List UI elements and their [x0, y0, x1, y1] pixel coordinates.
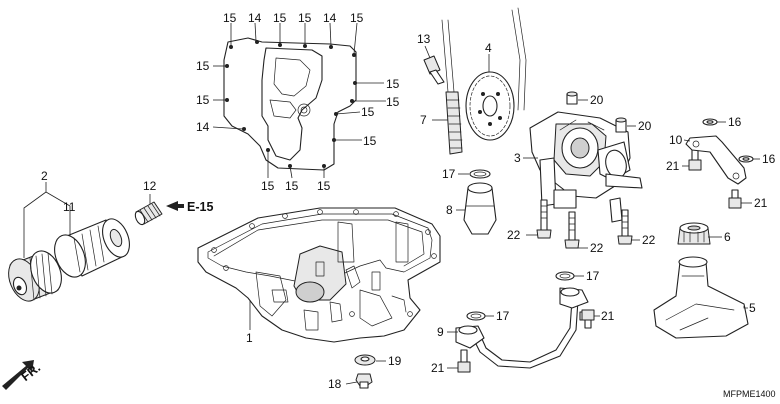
label-7: 7: [420, 113, 427, 127]
label-1: 1: [246, 331, 253, 345]
label-15: 15: [285, 179, 299, 193]
reference-label: E-15: [187, 200, 213, 214]
label-15: 15: [196, 93, 210, 107]
label-15: 15: [317, 179, 331, 193]
label-15: 15: [350, 11, 364, 25]
label-11: 11: [63, 200, 76, 214]
leader-lines: [23, 22, 760, 385]
label-3: 3: [514, 151, 521, 165]
label-21: 21: [431, 361, 445, 375]
label-17: 17: [442, 167, 456, 181]
label-15: 15: [386, 77, 400, 91]
dowel-pin-20b: [615, 117, 627, 133]
label-15: 15: [196, 59, 210, 73]
drain-bolt-18: [355, 373, 373, 389]
label-9: 9: [437, 325, 444, 339]
bolt-22a: [536, 199, 552, 239]
o-ring-17-pipe-lower: [466, 311, 486, 321]
label-5: 5: [749, 301, 756, 315]
label-4: 4: [485, 41, 492, 55]
label-8: 8: [446, 203, 453, 217]
o-ring-17-pipe-upper: [555, 271, 575, 281]
bolt-13: [423, 55, 445, 85]
label-14: 14: [248, 11, 262, 25]
sealing-washer-19: [354, 354, 376, 366]
label-14: 14: [323, 11, 337, 25]
label-18: 18: [328, 377, 342, 391]
oil-filter-element-11: [54, 218, 130, 278]
label-12: 12: [143, 179, 157, 193]
front-direction-arrow-icon: [2, 360, 34, 390]
label-15: 15: [363, 134, 377, 148]
label-2: 2: [41, 169, 48, 183]
oil-pump-cap-6: [677, 222, 711, 245]
bracket-10: [685, 135, 747, 185]
oil-pump-chain-7: [441, 7, 527, 155]
oil-pump-3: [529, 111, 643, 223]
label-16: 16: [728, 115, 742, 129]
label-15: 15: [261, 179, 275, 193]
pan-flange-bolt-holes: [211, 209, 437, 317]
oil-filter-assembly: [8, 250, 62, 302]
oil-pan-gasket: [223, 37, 357, 171]
bolt-22b: [564, 211, 580, 249]
dowel-pin-20a: [566, 91, 578, 105]
label-15: 15: [298, 11, 312, 25]
washer-16-upper: [702, 118, 718, 126]
bolt-22c: [617, 209, 633, 245]
label-19: 19: [388, 354, 402, 368]
bolt-21-bracket-right: [728, 189, 742, 209]
oil-pump-drive-sprocket-4: [465, 71, 515, 141]
oil-pan: [197, 207, 441, 343]
label-22: 22: [507, 228, 521, 242]
label-14: 14: [196, 120, 210, 134]
washer-16-lower: [738, 155, 754, 163]
label-21: 21: [666, 159, 680, 173]
label-10: 10: [669, 133, 683, 147]
label-16: 16: [762, 152, 776, 166]
reference-arrow-icon: [166, 201, 184, 211]
oil-filter-boss-12: [134, 201, 163, 226]
label-15: 15: [361, 105, 375, 119]
label-17: 17: [586, 269, 600, 283]
label-22: 22: [642, 233, 656, 247]
label-15: 15: [386, 95, 400, 109]
front-direction-label: FR.: [19, 361, 43, 384]
label-21: 21: [754, 196, 768, 210]
bolt-21-pipe-left: [457, 349, 471, 373]
label-20: 20: [590, 93, 604, 107]
label-15: 15: [223, 11, 237, 25]
label-20: 20: [638, 119, 652, 133]
label-13: 13: [417, 32, 431, 46]
o-ring-17-upper: [469, 169, 491, 179]
label-15: 15: [273, 11, 287, 25]
oil-strainer-5: [653, 256, 749, 339]
label-21: 21: [601, 309, 615, 323]
label-22: 22: [590, 241, 604, 255]
label-6: 6: [724, 230, 731, 244]
part-number-labels: 15 14 15 15 14 15 15 15 14 15 15 15 15 1…: [19, 11, 776, 399]
diagram-code: MFPME1400: [723, 389, 776, 399]
oil-pressure-switch-8: [463, 182, 497, 235]
bolt-21-bracket-left: [688, 149, 702, 171]
bolt-21-pipe-right: [581, 309, 595, 329]
oil-pipe-9: [455, 287, 593, 369]
label-17: 17: [496, 309, 510, 323]
